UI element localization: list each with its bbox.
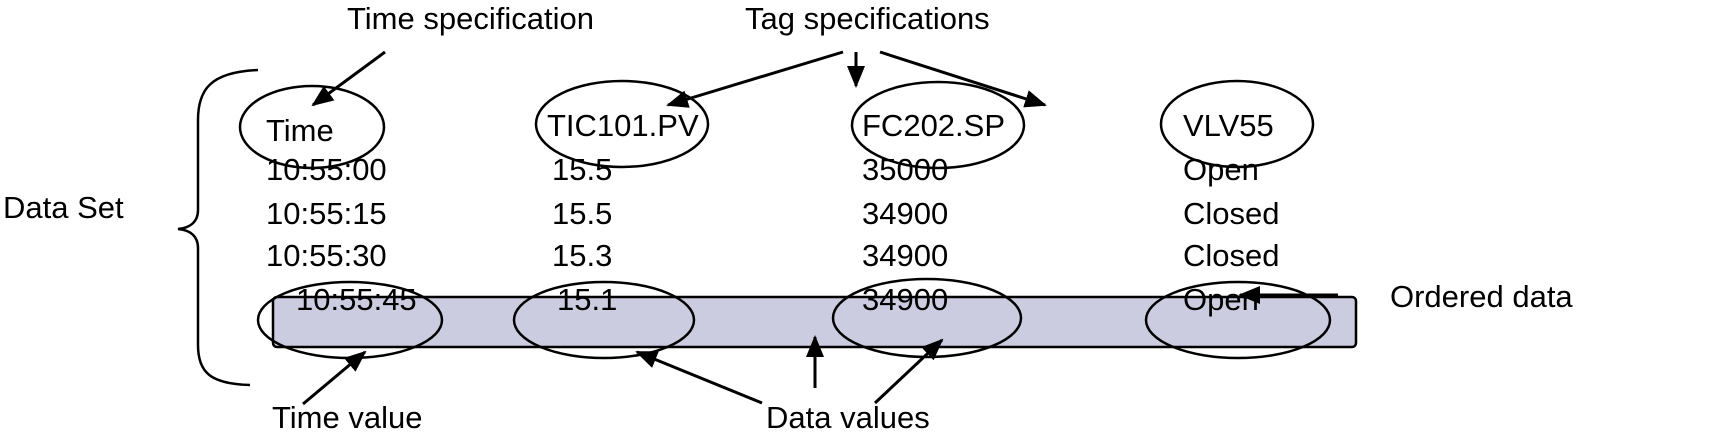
data-values-label: Data values: [766, 400, 930, 435]
row-1-time: 10:55:00: [266, 152, 387, 187]
data-set-label: Data Set: [3, 190, 124, 225]
ordered-data-label: Ordered data: [1390, 279, 1573, 314]
row-2-fc202: 34900: [862, 196, 949, 231]
tag-spec-arrow-tic101: [666, 50, 844, 108]
tic101-value-ellipse: [512, 280, 696, 360]
row-3-time: 10:55:30: [266, 238, 387, 273]
column-header-tic101: TIC101.PV: [547, 108, 699, 143]
row-3-fc202: 34900: [862, 238, 949, 273]
row-4-time: 10:55:45: [296, 282, 417, 317]
column-header-fc202: FC202.SP: [862, 108, 1006, 143]
time-spec-arrow: [311, 50, 386, 107]
time-specification-label: Time specification: [347, 1, 594, 36]
row-2-vlv55: Closed: [1183, 196, 1280, 231]
row-3-tic101: 15.3: [552, 238, 613, 273]
tag-specifications-label: Tag specifications: [745, 1, 990, 36]
tic101-header-ellipse: [534, 79, 710, 169]
row-3-vlv55: Closed: [1183, 238, 1280, 273]
fc202-header-ellipse: [850, 80, 1026, 170]
column-header-vlv55: VLV55: [1183, 108, 1274, 143]
row-4-vlv55: Open: [1183, 282, 1259, 317]
row-1-fc202: 35000: [862, 152, 949, 187]
row-4-fc202: 34900: [862, 282, 949, 317]
time-value-arrow: [302, 350, 367, 406]
row-1-tic101: 15.5: [552, 152, 613, 187]
time-value-label: Time value: [272, 400, 423, 435]
row-2-time: 10:55:15: [266, 196, 387, 231]
column-header-time: Time: [266, 113, 334, 148]
data-value-arrow-vlv55: [873, 338, 944, 405]
tag-spec-arrow-vlv55: [879, 50, 1047, 108]
vlv55-value-ellipse: [1144, 280, 1332, 360]
row-1-vlv55: Open: [1183, 152, 1259, 187]
data-value-arrow-tic101: [635, 350, 763, 405]
row-2-tic101: 15.5: [552, 196, 613, 231]
row-4-tic101: 15.1: [557, 282, 618, 317]
data-set-brace: [177, 68, 259, 387]
vlv55-header-ellipse: [1159, 79, 1315, 169]
